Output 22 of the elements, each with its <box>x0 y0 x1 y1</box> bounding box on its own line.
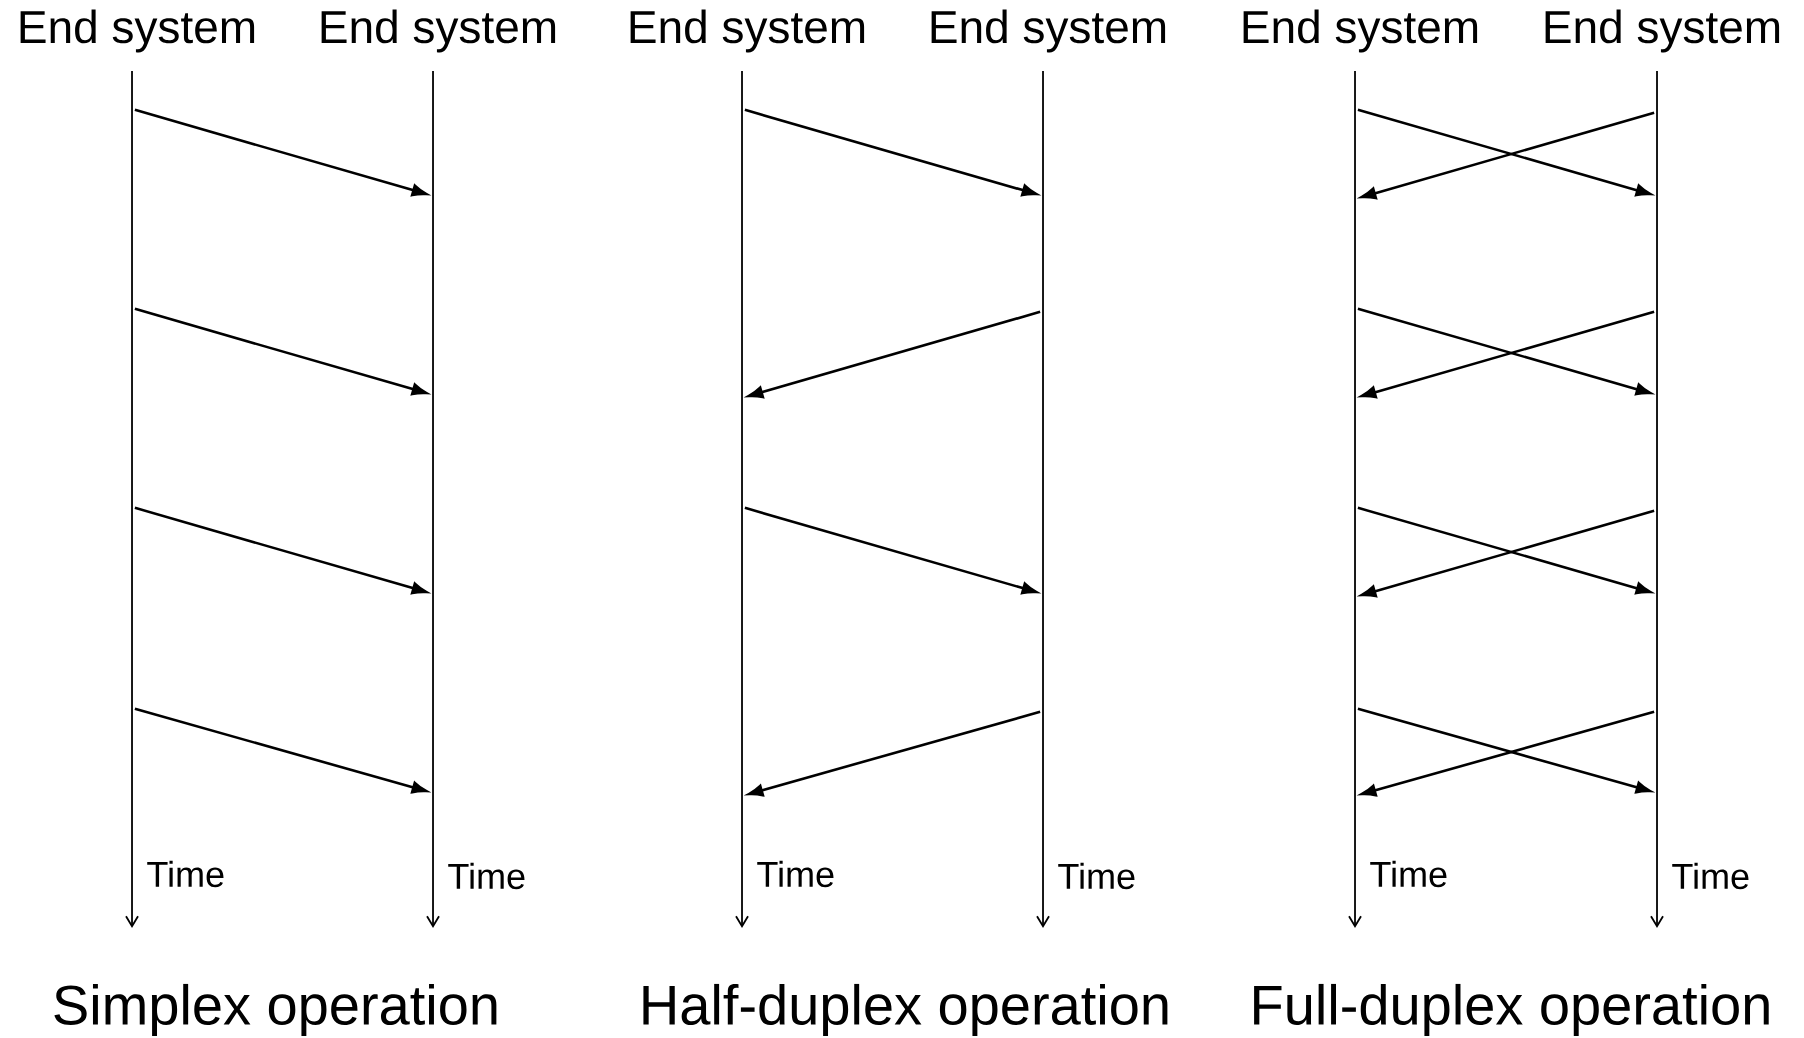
timeline-arrow <box>426 70 440 928</box>
end-system-label: End system <box>1545 9 1780 53</box>
time-label: Time <box>1672 862 1749 890</box>
end-system-label: End system <box>931 9 1166 53</box>
time-label: Time <box>448 862 525 890</box>
end-system-label: End system <box>630 9 865 53</box>
caption: Full-duplex operation <box>1254 983 1769 1037</box>
end-system-label: End system <box>321 9 556 53</box>
time-label: Time <box>1058 862 1135 890</box>
caption: Simplex operation <box>54 983 497 1037</box>
timeline-arrow <box>735 70 749 928</box>
time-label: Time <box>1370 860 1447 888</box>
message-arrow <box>134 707 428 794</box>
end-system-label: End system <box>1243 9 1478 53</box>
end-system-label: End system <box>20 9 255 53</box>
timeline-arrow <box>125 70 139 928</box>
timeline-arrow <box>1036 70 1050 928</box>
time-label: Time <box>757 860 834 888</box>
time-label: Time <box>147 860 224 888</box>
timeline-arrow <box>1348 70 1362 928</box>
caption: Half-duplex operation <box>643 983 1168 1037</box>
timeline-arrow <box>1650 70 1664 928</box>
